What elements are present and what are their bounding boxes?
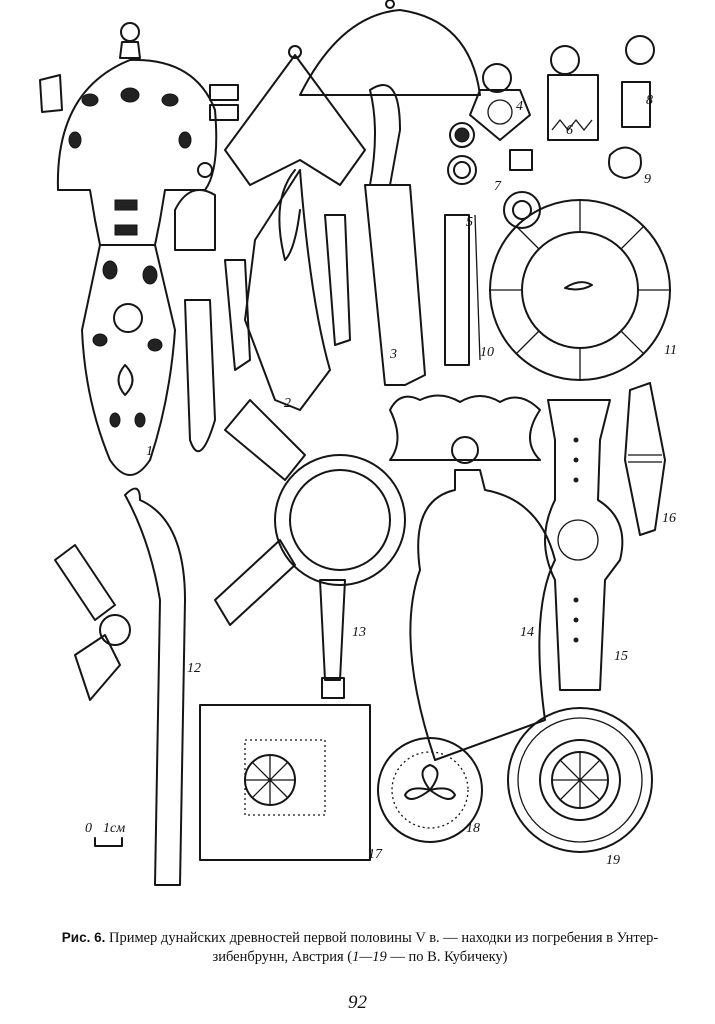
artifact-17-plate: 17 xyxy=(199,704,383,862)
scale-unit-label: 1см xyxy=(103,821,125,836)
label-11: 11 xyxy=(664,343,677,358)
artifact-14-chape: 14 xyxy=(389,394,556,761)
figure-number: Рис. 6. xyxy=(61,930,106,945)
artifact-16: 16 xyxy=(624,382,676,536)
artifact-knife-set xyxy=(174,162,351,453)
artifact-18-disc: 18 xyxy=(377,737,483,843)
artifact-7: 7 xyxy=(494,149,541,229)
label-17: 17 xyxy=(368,847,383,862)
label-3: 3 xyxy=(389,347,397,362)
page-number: 92 xyxy=(348,992,367,1013)
artifact-19-disc: 19 xyxy=(507,707,653,868)
artifact-8: 8 xyxy=(621,35,655,128)
artifact-5: 5 xyxy=(447,122,477,230)
caption-line-2-end: — по В. Кубичеку) xyxy=(386,949,508,965)
caption-line-2-start: зибенбрунн, Австрия ( xyxy=(212,949,353,965)
label-9: 9 xyxy=(644,172,651,187)
scale-zero-label: 0 xyxy=(85,821,92,836)
artifact-figure: 1 2 3 4 5 6 xyxy=(39,0,677,886)
label-12: 12 xyxy=(187,661,201,676)
label-10: 10 xyxy=(480,345,494,360)
artifact-6: 6 xyxy=(547,45,599,141)
artifact-10: 10 xyxy=(444,214,494,366)
scale-bar: 0 1см xyxy=(85,821,125,847)
artifact-3: 3 xyxy=(299,0,481,386)
label-15: 15 xyxy=(614,649,628,664)
label-4: 4 xyxy=(516,99,523,114)
artifact-15-strap: 15 xyxy=(544,399,628,691)
caption-range: 1—19 xyxy=(352,949,387,965)
artifact-12: 12 xyxy=(54,487,201,886)
artifact-9: 9 xyxy=(608,146,651,187)
artifact-1-fibula: 1 xyxy=(39,22,239,476)
label-19: 19 xyxy=(606,853,620,868)
label-16: 16 xyxy=(662,511,676,526)
label-18: 18 xyxy=(466,821,480,836)
artifact-4: 4 xyxy=(469,63,531,141)
caption-line-1: Пример дунайских древностей первой полов… xyxy=(108,930,659,946)
label-8: 8 xyxy=(646,93,653,108)
artifact-11-disc: 11 xyxy=(489,199,677,381)
label-1: 1 xyxy=(146,444,153,459)
label-6: 6 xyxy=(566,123,573,138)
label-2: 2 xyxy=(284,396,291,411)
artifact-13: 13 xyxy=(214,399,406,699)
artifact-2: 2 xyxy=(224,45,366,411)
figure-caption: Рис. 6. Пример дунайских древностей перв… xyxy=(20,928,700,967)
label-7: 7 xyxy=(494,179,502,194)
label-13: 13 xyxy=(352,625,366,640)
label-14: 14 xyxy=(520,625,534,640)
